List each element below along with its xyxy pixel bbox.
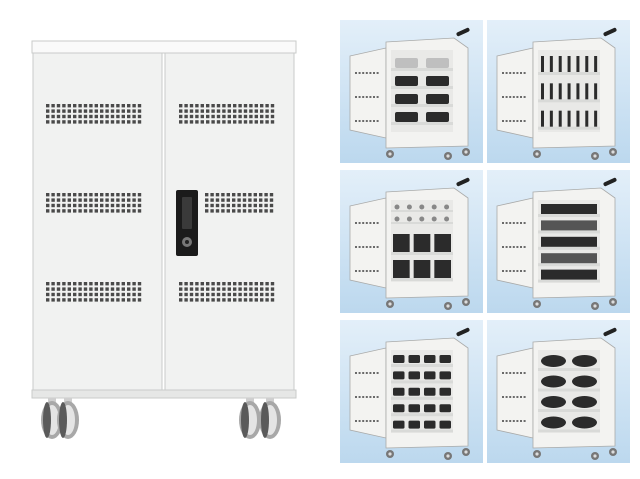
- variant-6: [487, 320, 630, 463]
- open-door: [496, 47, 534, 139]
- door-lock-handle: [176, 190, 198, 256]
- caster-front-left: [41, 398, 63, 439]
- vent-left-middle: [46, 193, 142, 213]
- open-door: [349, 197, 387, 289]
- open-door: [496, 347, 534, 439]
- push-handle: [456, 177, 470, 187]
- push-handle: [603, 27, 617, 37]
- caster-rear-left: [57, 398, 79, 439]
- variant-grid: [340, 20, 630, 463]
- vent-left-bottom: [46, 282, 142, 302]
- push-handle: [456, 27, 470, 37]
- caster-rear-right: [239, 398, 261, 439]
- push-handle: [456, 327, 470, 337]
- vent-right-middle: [205, 193, 274, 213]
- caster-front-right: [259, 398, 281, 439]
- push-handle: [603, 177, 617, 187]
- variant-1: [340, 20, 483, 163]
- left-door: [32, 52, 163, 391]
- cabinet-base: [31, 389, 297, 399]
- open-door: [349, 347, 387, 439]
- open-door: [496, 197, 534, 289]
- vent-right-bottom: [179, 282, 275, 302]
- cabinet-top: [31, 40, 297, 54]
- variant-5: [340, 320, 483, 463]
- variant-3: [340, 170, 483, 313]
- push-handle: [603, 327, 617, 337]
- variant-2: [487, 20, 630, 163]
- main-cabinet: [31, 40, 297, 439]
- vent-right-top: [179, 104, 275, 124]
- variant-4: [487, 170, 630, 313]
- vent-left-top: [46, 104, 142, 124]
- open-door: [349, 47, 387, 139]
